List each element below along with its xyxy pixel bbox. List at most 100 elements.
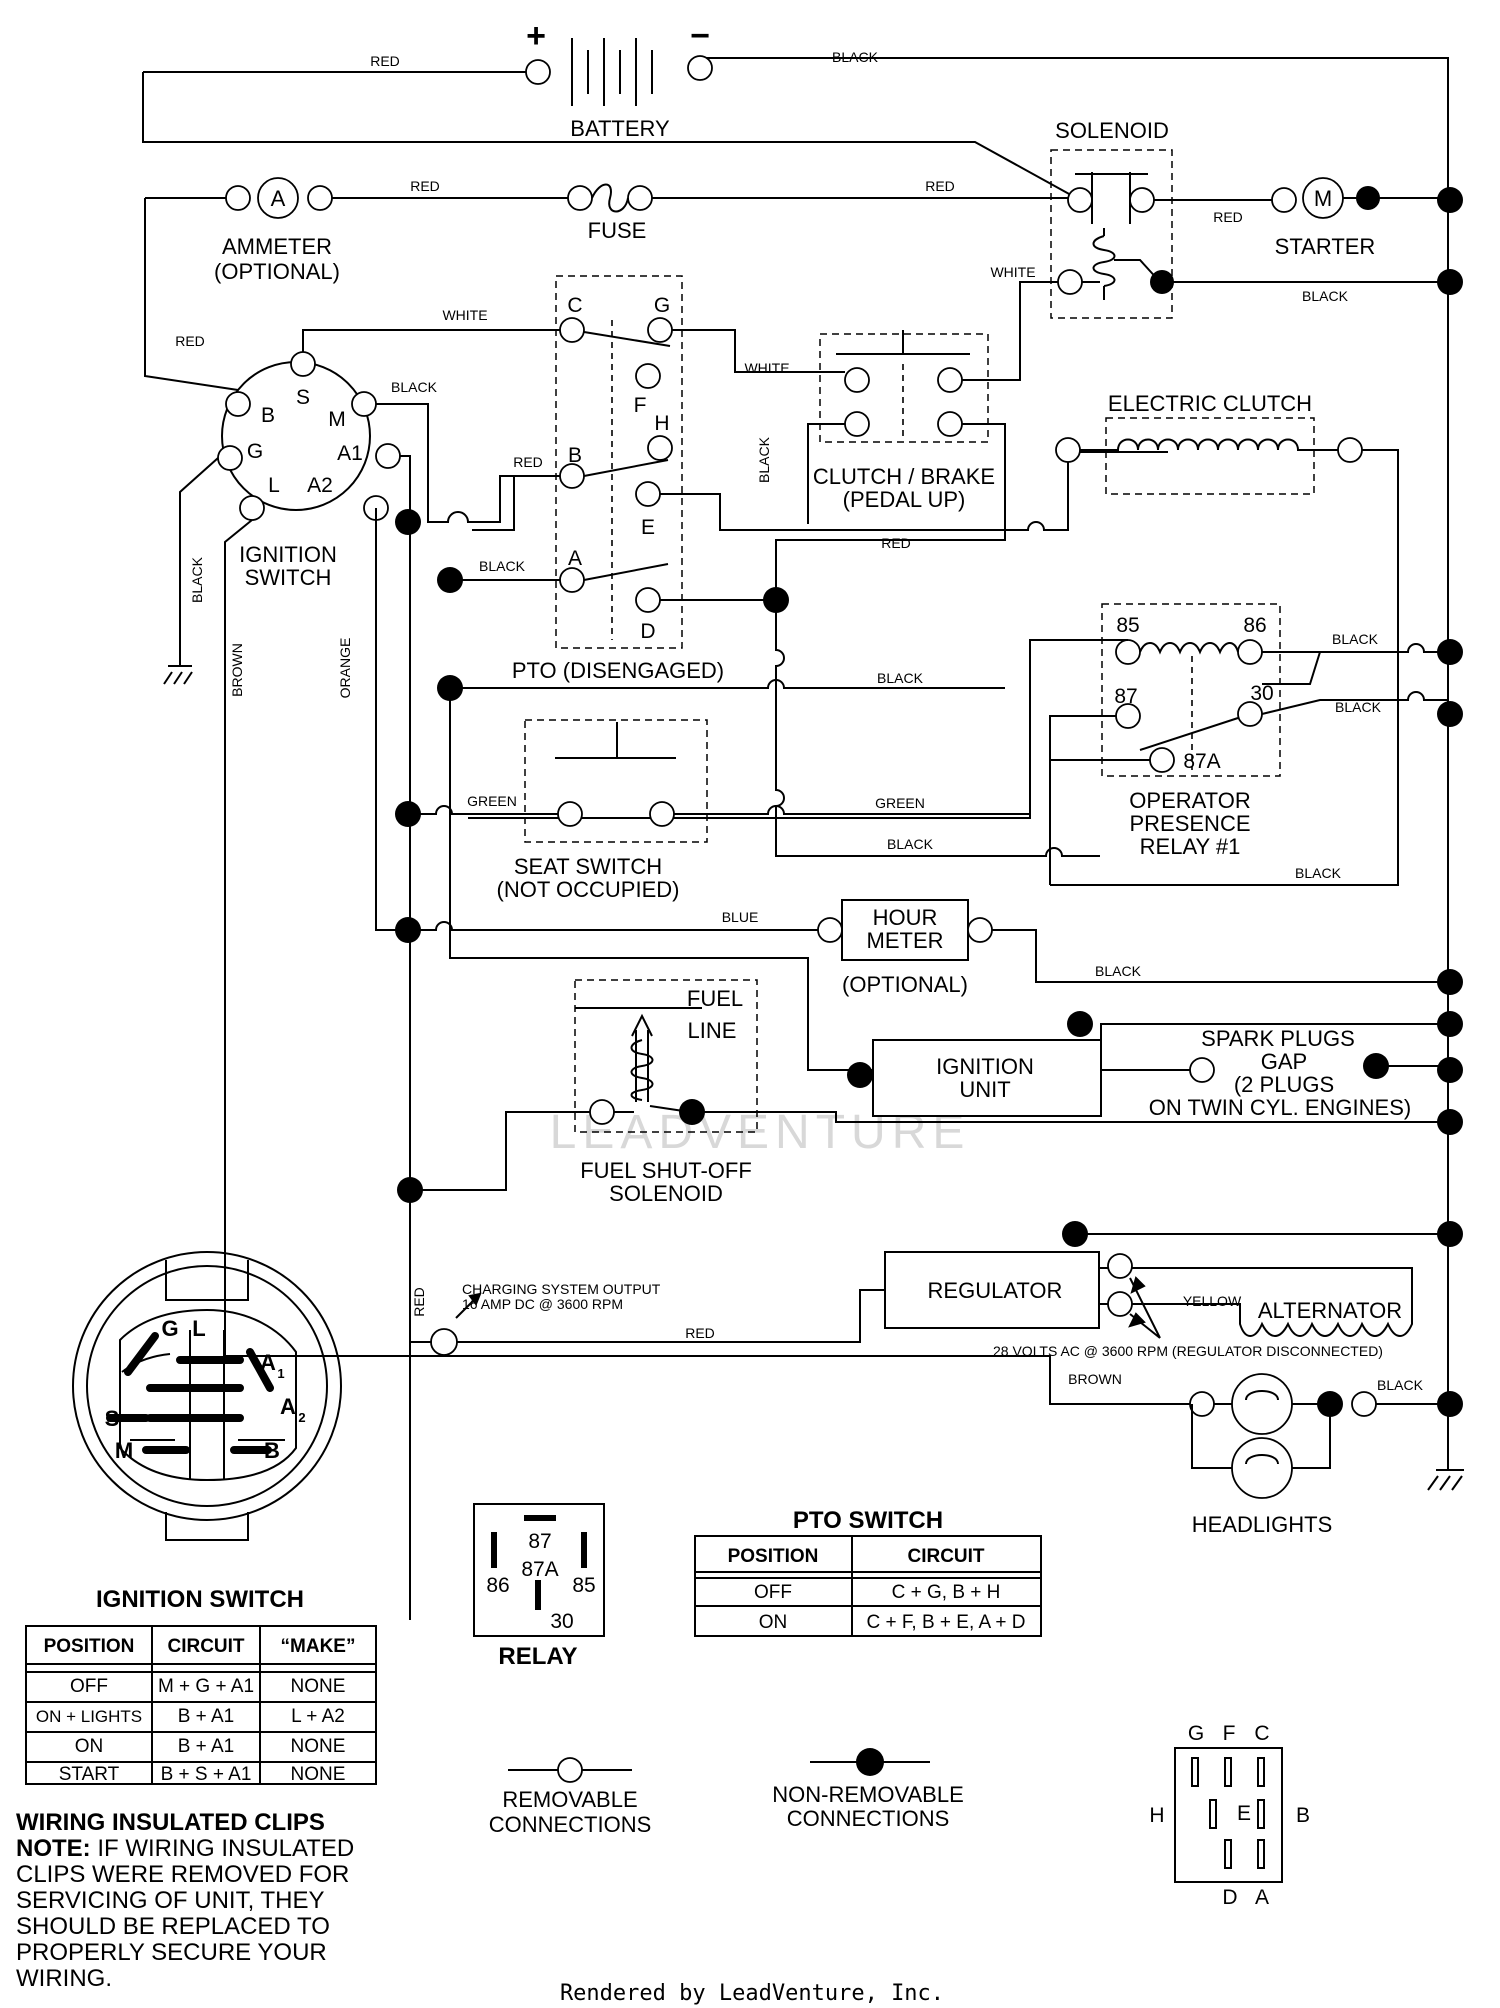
red-bus-bottom-wire: [409, 1190, 432, 1343]
black-relay-30-wire: [1261, 691, 1449, 715]
wire-label-black-relay-30: BLACK: [1335, 699, 1382, 715]
relay-pinout-87a: 87A: [521, 1558, 558, 1581]
note-line-1: NOTE: IF WIRING INSULATED: [16, 1835, 354, 1862]
pto-conn-f: F: [1223, 1722, 1236, 1745]
pto-conn-g: G: [1188, 1722, 1204, 1745]
wire-label-red-ign: RED: [175, 333, 205, 349]
pto-pin-b: B: [568, 444, 582, 467]
wire-label-red-solenoid: RED: [925, 178, 955, 194]
pto-row-0-circ: C + G, B + H: [892, 1582, 1001, 1603]
plug-pin-m: M: [115, 1438, 133, 1463]
plug-pin-a1-sub: 1: [277, 1366, 284, 1381]
spark-plugs-label-2: GAP: [1261, 1049, 1307, 1074]
pto-conn-e: E: [1237, 1802, 1251, 1825]
wire-label-red-battery: RED: [370, 53, 400, 69]
legend-non-removable-2: CONNECTIONS: [787, 1806, 950, 1831]
ign-pin-s: S: [296, 386, 310, 409]
relay-pinout-87: 87: [528, 1530, 551, 1553]
starter-symbol: M: [1314, 186, 1332, 211]
starter: M STARTER: [1271, 177, 1448, 259]
plug-pin-g: G: [161, 1316, 178, 1341]
note-line-3: SERVICING OF UNIT, THEY: [16, 1887, 325, 1914]
fuel-line-label-1: FUEL: [687, 986, 743, 1011]
white-pto-clutch-wire: [672, 329, 845, 373]
pto-pin-h: H: [654, 412, 669, 435]
note-line-1-text: IF WIRING INSULATED: [91, 1835, 355, 1862]
ammeter-label: AMMETER: [222, 234, 332, 259]
clutch-brake-label-2: (PEDAL UP): [843, 487, 966, 512]
pto-table-title: PTO SWITCH: [793, 1507, 943, 1534]
black-relay-86-wire: [1320, 643, 1448, 653]
wire-label-red-ammeter: RED: [410, 178, 440, 194]
ign-row-1-make: L + A2: [291, 1706, 345, 1727]
starter-label: STARTER: [1275, 234, 1376, 259]
battery-label: BATTERY: [570, 116, 670, 141]
relay-pinout-30: 30: [550, 1610, 573, 1633]
brown-wire: [224, 519, 1190, 1405]
black-relay-85-wire: [468, 639, 1128, 819]
relay-pinout: 87 86 87A 85 30 RELAY: [473, 1503, 605, 1670]
relay-pinout-86: 86: [486, 1574, 509, 1597]
pto-row-1-circ: C + F, B + E, A + D: [867, 1612, 1026, 1633]
relay-87-wire: [1049, 715, 1116, 885]
fuel-feed-wire: [410, 1111, 590, 1191]
a1-bus-wire: [400, 455, 411, 1620]
relay-pin-87: 87: [1114, 685, 1137, 708]
white-ign-wire: [302, 329, 563, 352]
note-line-2: CLIPS WERE REMOVED FOR: [16, 1861, 349, 1888]
hour-meter-label-2: METER: [867, 928, 944, 953]
wire-label-black-clutch: BLACK: [756, 436, 772, 483]
ignition-switch: S B M G A1 L A2 IGNITION SWITCH: [217, 351, 401, 590]
legend-removable-2: CONNECTIONS: [489, 1812, 652, 1837]
ign-row-3-pos: START: [59, 1764, 120, 1785]
ammeter-optional: (OPTIONAL): [214, 259, 340, 284]
wire-label-red-bus: RED: [411, 1287, 427, 1317]
pto-th-circuit: CIRCUIT: [907, 1546, 984, 1567]
pto-pin-f: F: [634, 394, 647, 417]
fuel-solenoid-label-2: SOLENOID: [609, 1181, 723, 1206]
electric-clutch-label: ELECTRIC CLUTCH: [1108, 391, 1312, 416]
fuse-label: FUSE: [588, 218, 647, 243]
headlights-label: HEADLIGHTS: [1192, 1512, 1333, 1537]
pto-to-ignition-unit-wire: [449, 688, 872, 1071]
ground-symbol-main: [1427, 1469, 1464, 1491]
wire-label-black-relay-86: BLACK: [1332, 631, 1379, 647]
wiring-note: WIRING INSULATED CLIPS NOTE: IF WIRING I…: [16, 1809, 354, 1992]
wire-label-green-seat: GREEN: [467, 793, 517, 809]
wire-label-white-ign: WHITE: [442, 307, 487, 323]
ammeter-symbol: A: [271, 186, 286, 211]
ign-row-3-make: NONE: [291, 1764, 346, 1785]
green-seat-relay-wire: [674, 805, 1030, 815]
ign-row-1-pos: ON + LIGHTS: [36, 1707, 142, 1726]
black-clutch-down-wire: [775, 539, 1100, 857]
wire-label-white-pto: WHITE: [744, 360, 789, 376]
operator-presence-relay: 85 86 87 30 87A OPERATOR PRESENCE RELAY …: [1101, 603, 1281, 859]
spark-plugs: SPARK PLUGS GAP (2 PLUGS ON TWIN CYL. EN…: [1149, 1026, 1463, 1120]
alternator-label: ALTERNATOR: [1258, 1298, 1402, 1323]
regulator-label: REGULATOR: [928, 1278, 1063, 1303]
note-line-4: SHOULD BE REPLACED TO: [16, 1913, 330, 1940]
pto-pin-c: C: [567, 294, 582, 317]
ignition-unit-label-1: IGNITION: [936, 1054, 1034, 1079]
wire-label-blue: BLUE: [722, 909, 759, 925]
ign-pin-a2: A2: [307, 474, 333, 497]
wire-label-red-pto: RED: [513, 454, 543, 470]
wire-label-black-relay-bottom: BLACK: [1295, 865, 1342, 881]
relay-pin-85: 85: [1116, 614, 1139, 637]
wire-label-black-pto-a: BLACK: [479, 558, 526, 574]
plug-pin-a2-sub: 2: [298, 1410, 305, 1425]
legend-removable: REMOVABLE CONNECTIONS: [489, 1757, 652, 1837]
wire-label-black-lower: BLACK: [887, 836, 934, 852]
ignition-switch-label-1: IGNITION: [239, 542, 337, 567]
plug-pin-a1: A: [260, 1350, 276, 1375]
fuel-line-label-2: LINE: [688, 1018, 737, 1043]
alt-voltage-label: 28 VOLTS AC @ 3600 RPM (REGULATOR DISCON…: [993, 1343, 1383, 1359]
ign-th-make: “MAKE”: [281, 1636, 356, 1657]
note-title: WIRING INSULATED CLIPS: [16, 1809, 325, 1836]
ignition-unit-outputs: [1100, 1023, 1448, 1071]
solenoid-label: SOLENOID: [1055, 118, 1169, 143]
pto-th-position: POSITION: [728, 1546, 819, 1567]
ign-row-0-pos: OFF: [70, 1676, 108, 1697]
wire-label-red-clutch: RED: [881, 535, 911, 551]
red-pto-e-wire: [660, 451, 1168, 531]
